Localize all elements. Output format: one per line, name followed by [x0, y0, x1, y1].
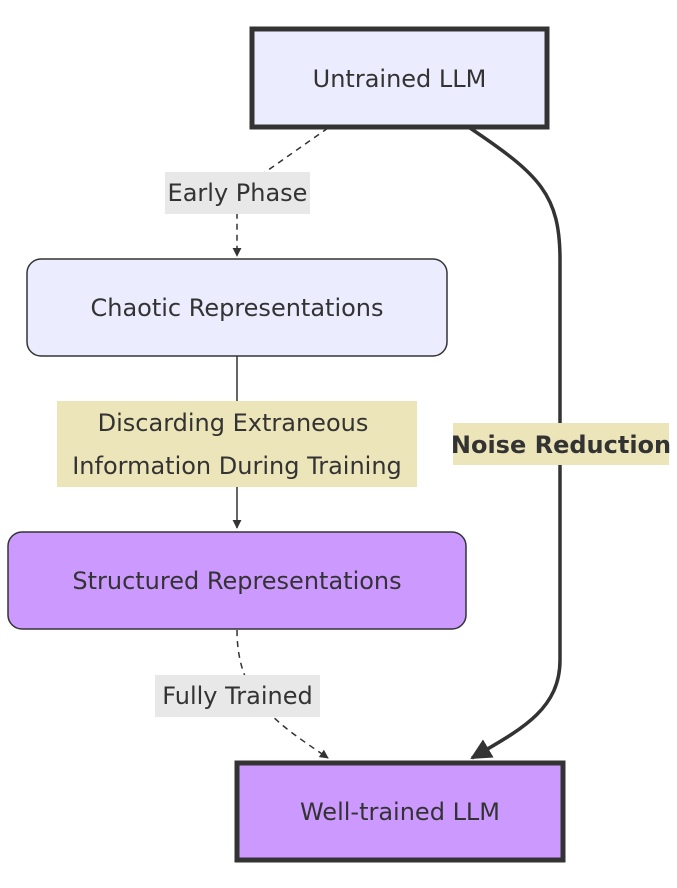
node-untrained-llm[interactable]: Untrained LLM	[249, 26, 550, 130]
edge-label-early-phase: Early Phase	[165, 172, 310, 214]
node-chaotic-representations[interactable]: Chaotic Representations	[26, 258, 448, 357]
edge-label-noise-reduction: Noise Reduction	[451, 423, 671, 465]
edge-label-discarding-line2: Information During Training	[72, 452, 402, 480]
edge-label-discarding: Discarding Extraneous Information During…	[57, 401, 417, 487]
edge-label-discarding-line1: Discarding Extraneous	[98, 409, 369, 437]
node-well-trained-llm[interactable]: Well-trained LLM	[234, 760, 566, 863]
edge-label-early-phase-text: Early Phase	[168, 179, 308, 207]
edge-label-fully-trained-text: Fully Trained	[162, 682, 312, 710]
node-structured-representations[interactable]: Structured Representations	[7, 531, 467, 630]
edge-noise-reduction	[469, 126, 562, 760]
node-untrained-llm-label: Untrained LLM	[313, 65, 487, 93]
node-structured-representations-label: Structured Representations	[72, 567, 401, 595]
edge-fully-trained	[236, 629, 329, 759]
edge-label-noise-reduction-text: Noise Reduction	[451, 431, 671, 459]
node-well-trained-llm-label: Well-trained LLM	[300, 798, 500, 826]
node-chaotic-representations-label: Chaotic Representations	[90, 294, 383, 322]
edge-label-fully-trained: Fully Trained	[155, 675, 320, 717]
